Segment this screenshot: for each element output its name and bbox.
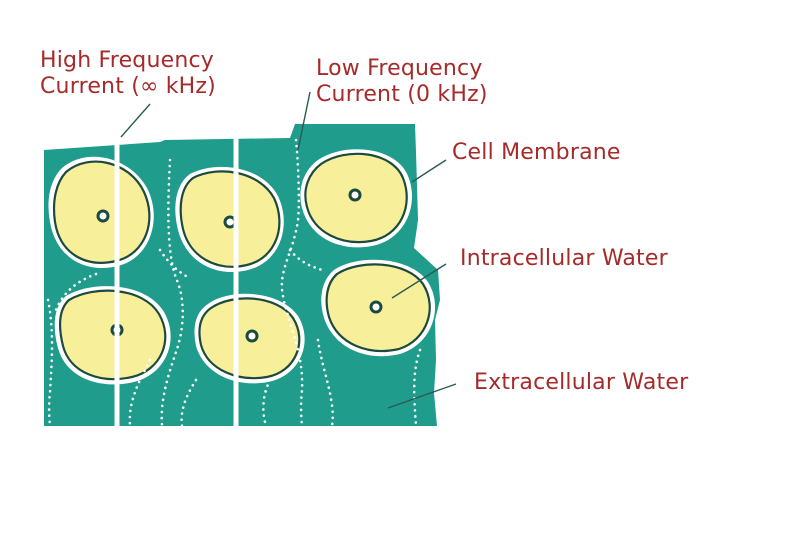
low-frequency-path-3 (46, 298, 54, 428)
label-cell-membrane: Cell Membrane (452, 140, 621, 165)
low-frequency-path-2 (160, 158, 185, 428)
leader-low-frequency (297, 91, 311, 151)
leader-intracellular-water (391, 263, 447, 299)
low-frequency-path-5 (128, 358, 152, 428)
leader-extracellular-water (387, 383, 457, 409)
leader-lines (120, 91, 457, 409)
label-low-frequency-line1: Low Frequency (316, 56, 483, 81)
cell-6 (321, 259, 436, 357)
low-frequency-path-1 (280, 138, 304, 428)
cell-3 (300, 149, 412, 248)
low-frequency-path-9 (412, 348, 422, 428)
low-frequency-path-8 (316, 338, 334, 428)
leader-high-frequency (120, 103, 151, 138)
nucleus (245, 329, 259, 343)
low-frequency-current-paths (46, 138, 422, 428)
label-intracellular-water: Intracellular Water (460, 246, 668, 271)
low-frequency-path-7 (262, 378, 272, 428)
label-high-frequency-line1: High Frequency (40, 48, 215, 73)
cell-2 (175, 166, 284, 273)
label-high-frequency-line2: Current (∞ kHz) (40, 74, 216, 99)
leader-cell-membrane (411, 159, 447, 183)
nucleus (96, 209, 110, 223)
label-extracellular-water: Extracellular Water (474, 370, 689, 395)
low-frequency-path-11 (158, 248, 188, 278)
high-frequency-current-paths (114, 134, 239, 426)
label-low-frequency-line2: Current (0 kHz) (316, 82, 488, 107)
nucleus (348, 188, 362, 202)
nucleus (369, 300, 383, 314)
cell-4 (54, 286, 171, 385)
label-high-frequency-current: High Frequency Current (∞ kHz) (40, 48, 216, 100)
cell-5 (194, 293, 305, 384)
label-low-frequency-current: Low Frequency Current (0 kHz) (316, 56, 488, 108)
low-frequency-path-6 (180, 378, 198, 428)
